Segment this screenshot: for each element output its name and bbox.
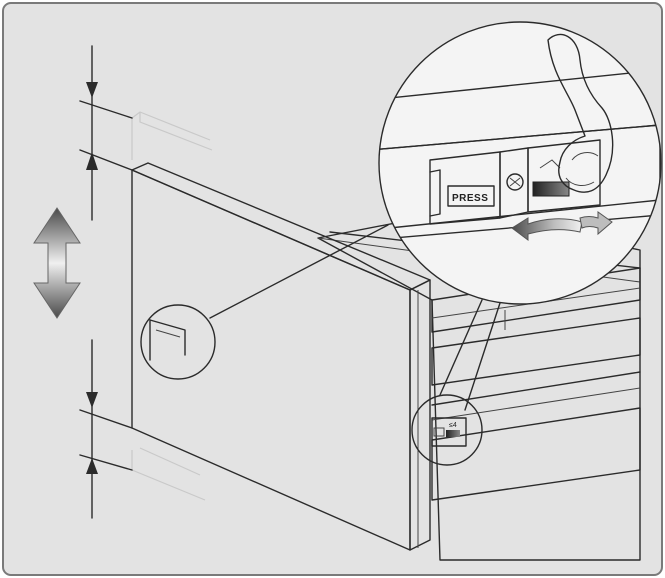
rotation-arrows-icon [511, 211, 613, 241]
finger-press-icon [547, 33, 614, 193]
adjustment-slider [532, 181, 570, 197]
ghost-front-upper [131, 111, 213, 160]
adjustment-screw [506, 173, 524, 191]
front-detail-callout [140, 304, 216, 380]
side-adjuster-callout: ≤4 [411, 394, 483, 466]
double-headed-vertical-arrow-icon [33, 207, 81, 319]
dimension-lines [79, 45, 133, 519]
callout-connector-lines [209, 224, 501, 411]
drawer-front-panel [131, 162, 431, 551]
svg-text:≤4: ≤4 [449, 422, 457, 429]
press-label-box [447, 185, 495, 207]
press-label: PRESS [452, 193, 488, 204]
